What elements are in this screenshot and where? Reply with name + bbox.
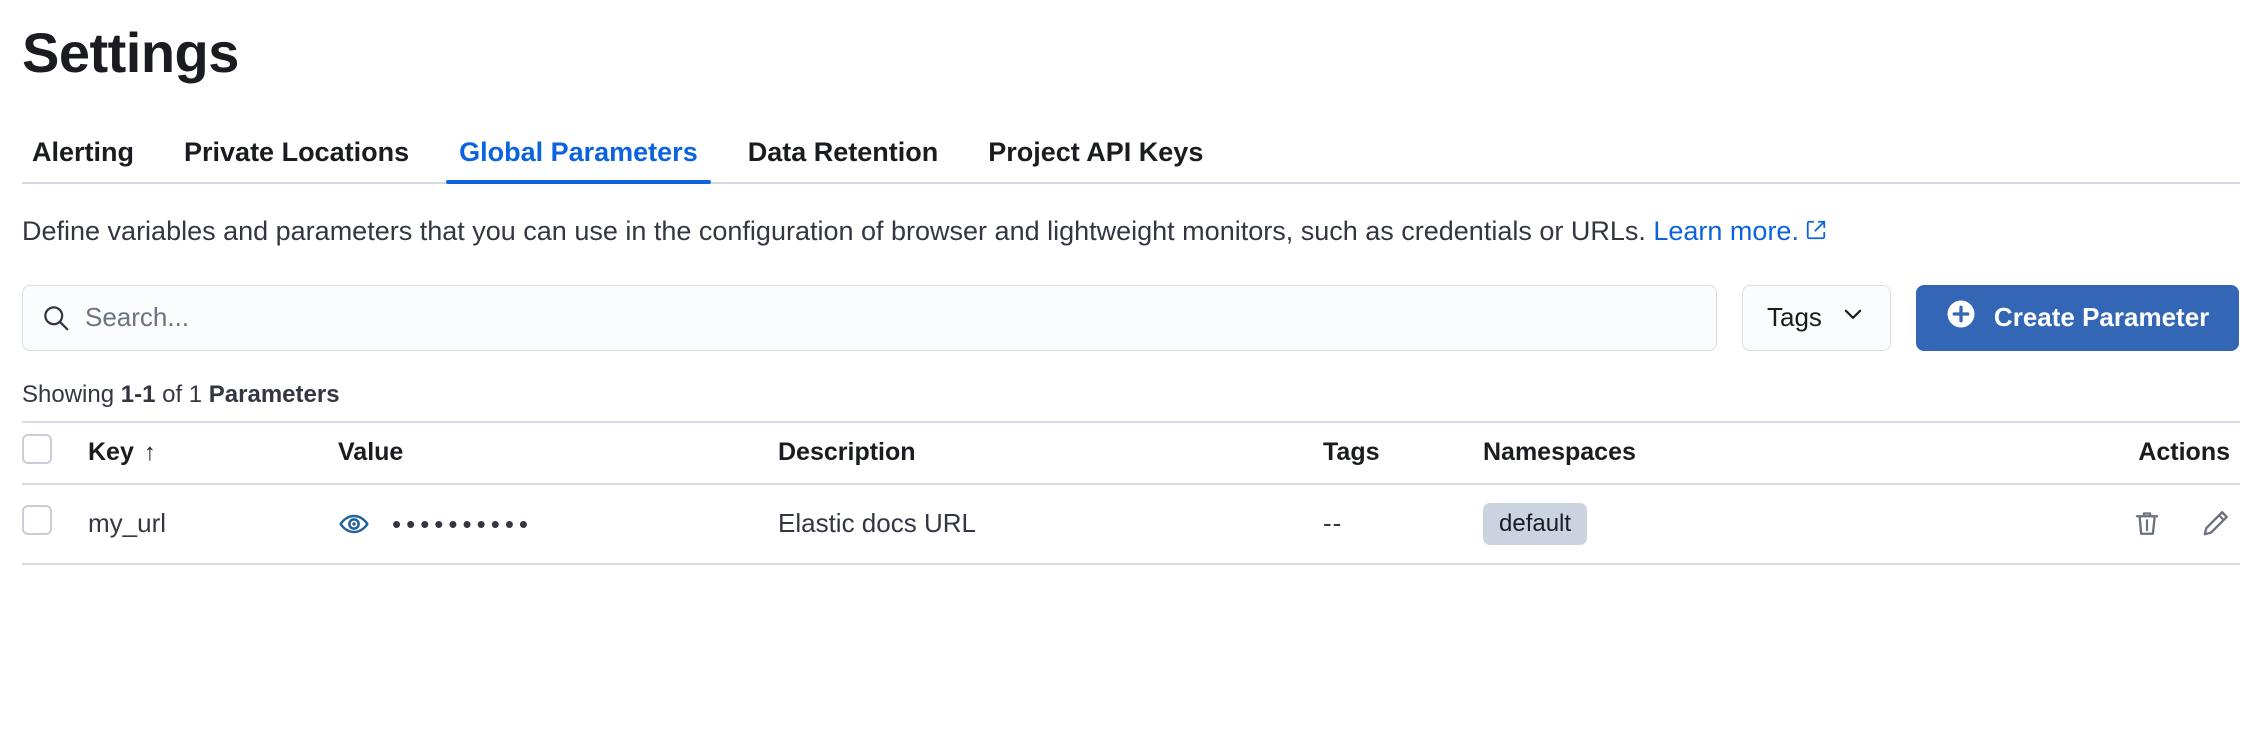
masked-value: •••••••••• [392, 508, 534, 539]
row-select-cell [22, 484, 88, 564]
results-middle: of 1 [155, 380, 209, 408]
page-title: Settings [22, 21, 239, 84]
table-body: my_url •••••••••• Elastic docs UR [22, 484, 2240, 564]
pencil-icon[interactable] [2198, 507, 2232, 541]
cell-value: •••••••••• [338, 484, 778, 564]
search-field[interactable] [22, 284, 1717, 351]
column-header-key-label: Key [88, 438, 134, 467]
cell-tags: -- [1323, 484, 1483, 564]
create-parameter-label: Create Parameter [1993, 302, 2210, 333]
tags-filter-button[interactable]: Tags [1742, 284, 1891, 351]
plus-circle-icon [1946, 299, 1976, 336]
tab-global-parameters[interactable]: Global Parameters [434, 138, 723, 184]
cell-description: Elastic docs URL [778, 508, 976, 539]
external-link-icon [1805, 213, 1827, 253]
select-all-header [22, 422, 88, 484]
search-icon [41, 303, 71, 333]
tags-empty-value: -- [1323, 508, 1343, 539]
tab-data-retention[interactable]: Data Retention [747, 136, 939, 167]
namespace-badge: default [1483, 502, 1588, 545]
column-header-value[interactable]: Value [338, 438, 404, 467]
page-description: Define variables and parameters that you… [22, 212, 2222, 253]
column-header-actions: Actions [2138, 438, 2230, 467]
select-all-checkbox[interactable] [22, 434, 52, 465]
create-parameter-button[interactable]: Create Parameter [1915, 284, 2240, 351]
column-header-key[interactable]: Key ↑ [88, 422, 338, 484]
description-text: Define variables and parameters that you… [22, 215, 1654, 246]
chevron-down-icon [1840, 301, 1866, 334]
tab-project-api-keys[interactable]: Project API Keys [988, 136, 1204, 167]
learn-more-link[interactable]: Learn more. [1653, 215, 1799, 246]
row-checkbox[interactable] [22, 505, 52, 536]
search-input[interactable] [85, 285, 1698, 350]
column-header-description[interactable]: Description [778, 438, 916, 467]
parameters-table: Key ↑ Value Description Tags Namespaces A… [22, 421, 2240, 565]
table-row: my_url •••••••••• Elastic docs UR [22, 484, 2240, 564]
table-head: Key ↑ Value Description Tags Namespaces A… [22, 421, 2240, 484]
results-prefix: Showing [22, 380, 121, 408]
cell-key: my_url [88, 508, 167, 539]
results-summary: Showing 1-1 of 1 Parameters [22, 381, 2240, 409]
results-entity: Parameters [208, 380, 340, 408]
tab-private-locations[interactable]: Private Locations [184, 136, 410, 167]
controls-row: Tags Create Parameter [22, 284, 2240, 351]
tab-alerting[interactable]: Alerting [32, 136, 135, 167]
arrow-up-icon: ↑ [143, 439, 156, 467]
cell-actions [2063, 484, 2240, 564]
table-header-row: Key ↑ Value Description Tags Namespaces A… [22, 421, 2240, 484]
column-header-namespaces[interactable]: Namespaces [1483, 438, 1636, 467]
tags-filter-label: Tags [1767, 302, 1822, 333]
eye-icon[interactable] [338, 508, 370, 540]
column-header-tags[interactable]: Tags [1323, 438, 1380, 467]
settings-tabs: Alerting Private Locations Global Parame… [22, 124, 2240, 184]
cell-namespaces: default [1483, 484, 2063, 564]
results-range: 1-1 [120, 380, 156, 408]
trash-icon[interactable] [2130, 507, 2164, 541]
